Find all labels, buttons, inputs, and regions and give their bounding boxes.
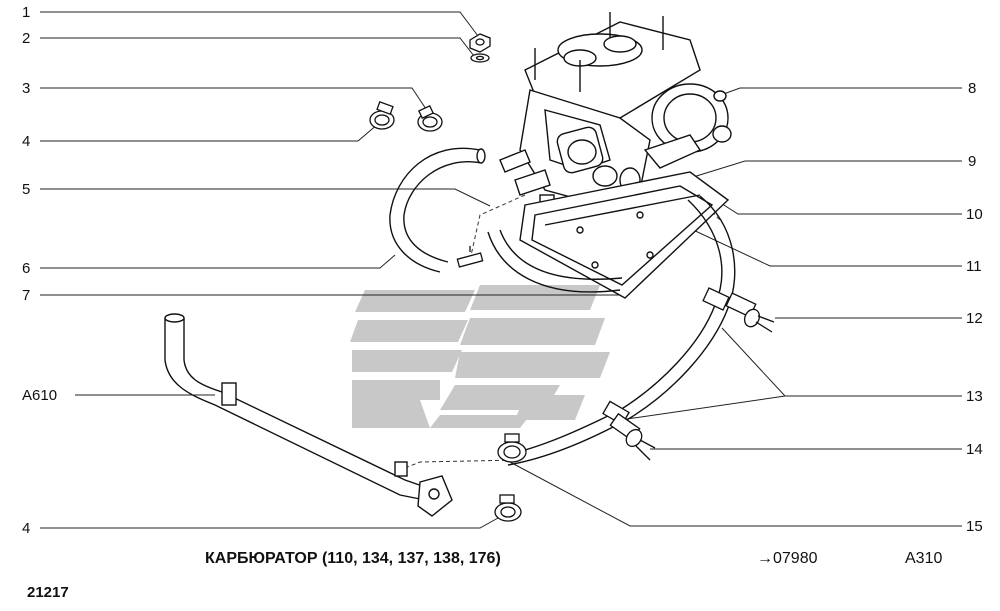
- callout-6: 6: [22, 260, 30, 277]
- gasket-part: [519, 171, 730, 299]
- callout-1: 1: [22, 4, 30, 21]
- callout-labels: 1 2 3 4 5 6 7 8 9 10 11 12 13 14 15 A610…: [22, 4, 983, 537]
- hose-part-10: [504, 195, 736, 466]
- leader-5: [40, 188, 491, 207]
- clamp-part-4: [369, 101, 395, 130]
- hose-fitting-5: [456, 246, 484, 268]
- reference-number: →07980: [757, 550, 818, 567]
- callout-12: 12: [966, 310, 983, 327]
- plug-part-14: [609, 412, 656, 461]
- hose-part-6: [389, 147, 486, 273]
- pipe-part-a610: [164, 313, 453, 517]
- callout-7: 7: [22, 287, 30, 304]
- callout-9: 9: [968, 153, 976, 170]
- diagram-title: КАРБЮРАТОР (110, 134, 137, 138, 176): [205, 550, 501, 567]
- callout-3: 3: [22, 80, 30, 97]
- assembly-code: A310: [905, 550, 943, 567]
- leader-4b: [40, 517, 499, 529]
- leader-2: [40, 37, 475, 57]
- leader-13b: [619, 395, 786, 421]
- plug-part-12: [725, 292, 775, 333]
- page-number: 21217: [27, 584, 69, 601]
- carburetor-body: [499, 12, 732, 218]
- callout-2: 2: [22, 30, 30, 47]
- callout-8: 8: [968, 80, 976, 97]
- clamp-part-4b: [494, 494, 522, 522]
- leader-15: [509, 461, 962, 527]
- leader-3: [40, 87, 429, 113]
- leader-10: [715, 199, 962, 215]
- leader-9: [689, 160, 962, 179]
- callout-10: 10: [966, 206, 983, 223]
- callout-13: 13: [966, 388, 983, 405]
- callout-14: 14: [966, 441, 983, 458]
- callout-a610: A610: [22, 387, 57, 404]
- callout-5: 5: [22, 181, 30, 198]
- clamp-part-15: [497, 433, 527, 463]
- leader-8: [717, 87, 962, 97]
- callout-15: 15: [966, 518, 983, 535]
- callout-11: 11: [966, 258, 982, 275]
- clamp-part-3: [417, 104, 443, 132]
- tee-fitting-13: [602, 287, 730, 426]
- leader-4: [40, 123, 379, 142]
- leader-13a: [721, 327, 962, 397]
- washer-part: [470, 53, 490, 63]
- leader-1: [40, 11, 479, 37]
- nut-part: [469, 33, 491, 53]
- watermark-logo: [350, 285, 610, 428]
- hose-part-7: [487, 229, 623, 293]
- callout-4-lower: 4: [22, 520, 30, 537]
- leader-6: [40, 254, 396, 269]
- callout-4: 4: [22, 133, 30, 150]
